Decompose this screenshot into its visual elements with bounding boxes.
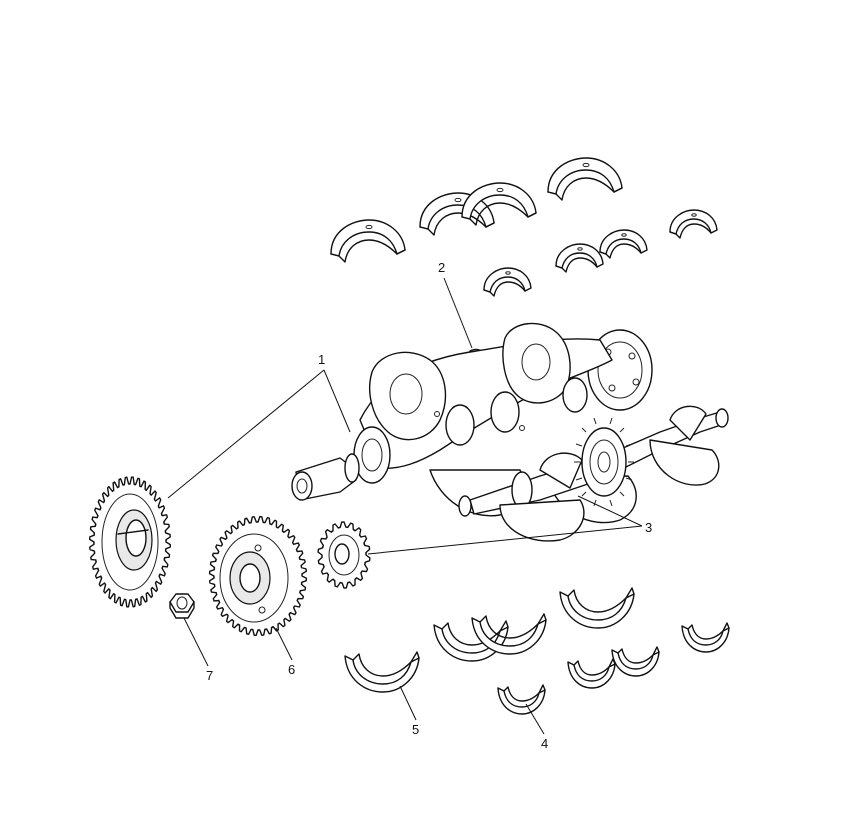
callout-4: 4	[541, 736, 548, 751]
main-bearing-shell-upper-3	[461, 182, 537, 226]
callout-5: 5	[412, 722, 419, 737]
leader-5	[399, 685, 417, 721]
callout-2: 2	[438, 260, 445, 275]
callout-7: 7	[206, 668, 213, 683]
rod-bearing-shell-upper-3	[599, 229, 648, 259]
rod-bearing-shell-lower-2	[567, 658, 616, 689]
leader-4	[525, 703, 545, 735]
rod-bearing-shell-upper-2	[555, 243, 604, 273]
callout-3: 3	[645, 520, 652, 535]
crankshaft	[291, 322, 653, 524]
leader-lines	[167, 277, 643, 735]
crankshaft-gear-large	[89, 476, 171, 608]
leader-3b	[367, 525, 643, 555]
rod-bearing-shell-upper-4	[669, 209, 718, 239]
rod-bearing-shell-upper-1	[483, 267, 532, 297]
callout-labels: 1 2 3 4 5 6 7	[206, 260, 652, 751]
rod-bearing-shell-lower-4	[681, 622, 730, 653]
main-bearing-shell-upper-1	[330, 219, 406, 263]
callout-1: 1	[318, 352, 325, 367]
callout-6: 6	[288, 662, 295, 677]
main-bearing-shell-lower-1	[344, 651, 420, 693]
rod-bearing-shell-lower-3	[611, 646, 660, 677]
rod-bearing-shell-lower-1	[497, 684, 546, 715]
main-bearing-shell-lower-2	[433, 620, 509, 662]
leader-1a	[323, 369, 351, 433]
leader-7	[183, 617, 209, 667]
nut	[169, 593, 195, 619]
leader-3a	[577, 495, 643, 527]
leader-1b	[167, 369, 325, 499]
small-gear	[317, 521, 371, 589]
balance-shaft	[458, 405, 729, 542]
main-bearing-shell-lower-3	[471, 613, 547, 655]
main-bearing-shell-upper-4	[547, 157, 623, 201]
leader-2	[443, 277, 473, 349]
upper-rod-bearing-shells	[483, 209, 718, 297]
idler-gear	[208, 515, 308, 637]
leader-6	[275, 627, 293, 661]
lower-main-bearing-shells	[344, 587, 635, 693]
main-bearing-shell-lower-4	[559, 587, 635, 629]
